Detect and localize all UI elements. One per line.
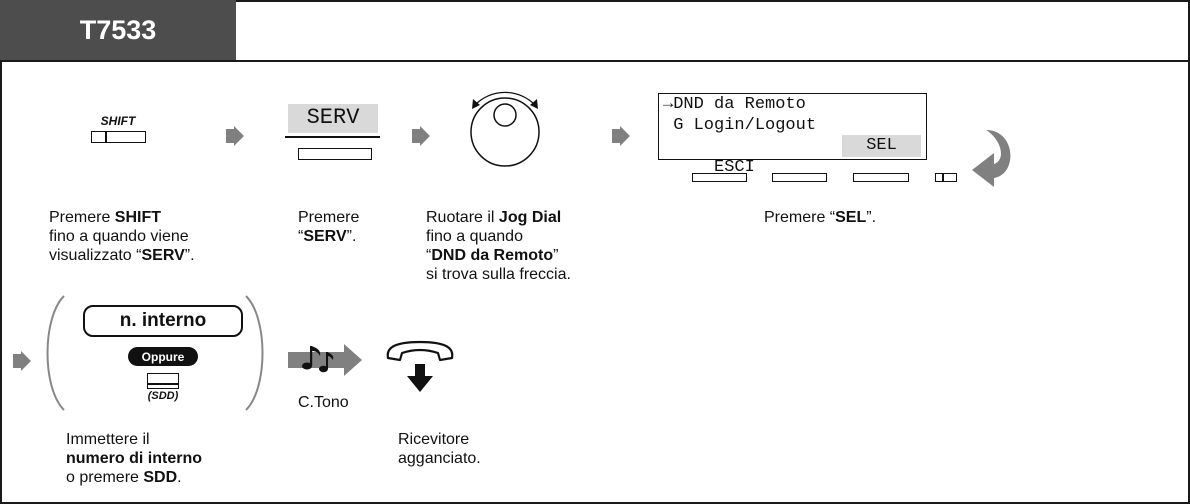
- step7-caption-line2: agganciato.: [398, 450, 481, 467]
- soft-key-mode-divider: [942, 173, 944, 182]
- step3-caption-bold3: DND da Remoto: [431, 247, 554, 264]
- step1-caption: Premere SHIFT fino a quando viene visual…: [49, 208, 195, 265]
- handset-on-hook-icon: [386, 340, 454, 392]
- soft-key-1[interactable]: [692, 173, 747, 182]
- sdd-key[interactable]: [147, 373, 179, 389]
- step2-caption: Premere “SERV”.: [298, 208, 359, 246]
- lcd-line-2: G Login/Logout: [663, 116, 817, 135]
- shift-key-divider: [105, 131, 107, 143]
- step5-caption: Immettere il numero di interno o premere…: [66, 430, 202, 487]
- step1-caption-text3: visualizzato “: [49, 247, 142, 264]
- step3-quote-open: “: [426, 247, 432, 264]
- step5-caption-end3: .: [177, 469, 182, 486]
- shift-key-label: SHIFT: [100, 114, 136, 128]
- lcd-line-1: →DND da Remoto: [663, 95, 806, 114]
- sdd-key-label: (SDD): [147, 390, 179, 402]
- header-divider: [0, 60, 1188, 62]
- step2-caption-bold: SERV: [303, 228, 347, 245]
- flow-arrow-4: [13, 351, 31, 371]
- step3-caption: Ruotare il Jog Dial fino a quando “DND d…: [426, 208, 571, 284]
- lcd-display: →DND da Remoto G Login/Logout ESCI SEL: [658, 93, 927, 177]
- jog-dial-icon[interactable]: [455, 86, 555, 172]
- step5-caption-bold: numero di interno: [66, 450, 202, 467]
- step2-quote-open: “: [298, 228, 304, 245]
- serv-underline: [285, 136, 380, 138]
- shift-key[interactable]: [91, 131, 146, 143]
- lcd-sel-label: SEL: [842, 135, 921, 157]
- step1-caption-bold: SHIFT: [114, 209, 162, 226]
- step7-caption: Ricevitore agganciato.: [398, 430, 481, 468]
- flow-arrow-1: [226, 126, 244, 146]
- step5-caption-text3: o premere: [66, 469, 144, 486]
- step3-caption-bold: Jog Dial: [498, 209, 562, 226]
- step3-caption-line4: si trova sulla freccia.: [426, 266, 571, 283]
- step3-caption-text: Ruotare il: [426, 209, 499, 226]
- step1-caption-bold3: SERV: [141, 247, 185, 264]
- soft-key-2[interactable]: [772, 173, 827, 182]
- left-bracket: [46, 295, 65, 411]
- step1-caption-text: Premere: [49, 209, 115, 226]
- confirmation-tone-label: C.Tono: [298, 394, 349, 411]
- serv-display-label: SERV: [288, 104, 378, 133]
- step1-caption-end3: ”.: [184, 247, 195, 264]
- step4-caption-end: ”.: [866, 209, 877, 226]
- or-badge: Oppure: [128, 347, 198, 366]
- lcd-esci-label: ESCI: [703, 158, 755, 177]
- lcd-line-3: ESCI SEL: [659, 135, 926, 177]
- sdd-key-divider: [147, 383, 179, 385]
- step4-caption-text: Premere “: [764, 209, 836, 226]
- right-bracket: [245, 295, 264, 411]
- next-row-arrow-icon: [972, 130, 1011, 187]
- step5-caption-bold3: SDD: [143, 469, 178, 486]
- soft-key-mode[interactable]: [935, 173, 957, 182]
- step2-caption-line1: Premere: [298, 209, 360, 226]
- step2-quote-close: ”.: [346, 228, 357, 245]
- model-tab: T7533: [0, 0, 236, 61]
- flow-arrow-3: [612, 126, 630, 146]
- soft-key-3-sel[interactable]: [853, 173, 909, 182]
- step4-caption-bold: SEL: [835, 209, 867, 226]
- step3-quote-close: ”: [553, 247, 559, 264]
- flow-arrow-2: [412, 126, 430, 146]
- serv-soft-key[interactable]: [298, 148, 372, 160]
- extension-number-key[interactable]: n. interno: [83, 305, 243, 337]
- confirmation-tone-icon: [288, 344, 362, 376]
- step4-caption: Premere “SEL”.: [764, 208, 876, 227]
- step7-caption-line1: Ricevitore: [398, 431, 470, 448]
- step1-caption-line2: fino a quando viene: [49, 228, 189, 245]
- step3-caption-line2: fino a quando: [426, 228, 523, 245]
- step5-caption-line1: Immettere il: [66, 431, 150, 448]
